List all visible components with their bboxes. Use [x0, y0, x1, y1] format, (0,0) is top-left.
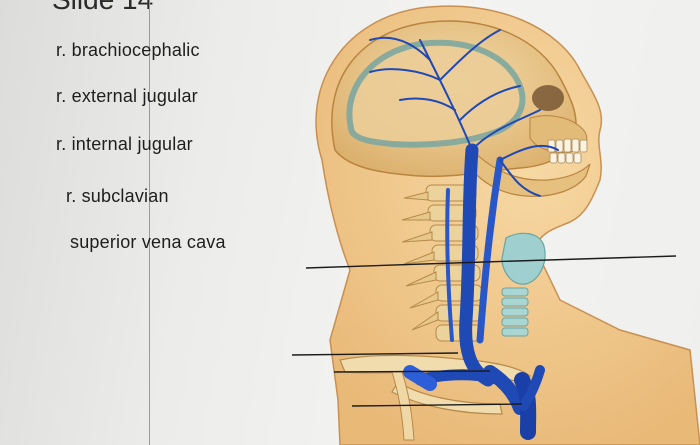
term-list: r. brachiocephalic r. external jugular r… — [0, 0, 300, 300]
thyroid-cartilage — [501, 232, 546, 285]
leader-line-5 — [351, 403, 523, 407]
term-superior-vena-cava[interactable]: superior vena cava — [70, 232, 226, 252]
leader-line-2 — [483, 255, 677, 263]
left-brachiocephalic-vein — [519, 365, 545, 411]
term-subclavian[interactable]: r. subclavian — [66, 186, 169, 206]
leader-line-1 — [305, 261, 485, 269]
external-jugular-vein — [476, 156, 504, 344]
internal-jugular-vein — [459, 143, 495, 387]
term-external-jugular[interactable]: r. external jugular — [56, 86, 198, 106]
cranial-veins — [369, 29, 559, 197]
leader-line-3 — [291, 352, 459, 356]
teeth — [547, 138, 588, 164]
first-rib — [391, 381, 503, 415]
vertebral-vein — [445, 188, 454, 342]
spinous-processes — [401, 191, 439, 331]
term-brachiocephalic[interactable]: r. brachiocephalic — [56, 40, 200, 60]
slide-title: Slide 14 — [52, 0, 153, 16]
trachea — [501, 287, 529, 337]
axillary-vein — [403, 365, 437, 391]
term-internal-jugular[interactable]: r. internal jugular — [56, 134, 193, 154]
margin-line — [149, 0, 150, 445]
leader-line-4 — [333, 370, 491, 373]
orbit — [532, 85, 564, 111]
